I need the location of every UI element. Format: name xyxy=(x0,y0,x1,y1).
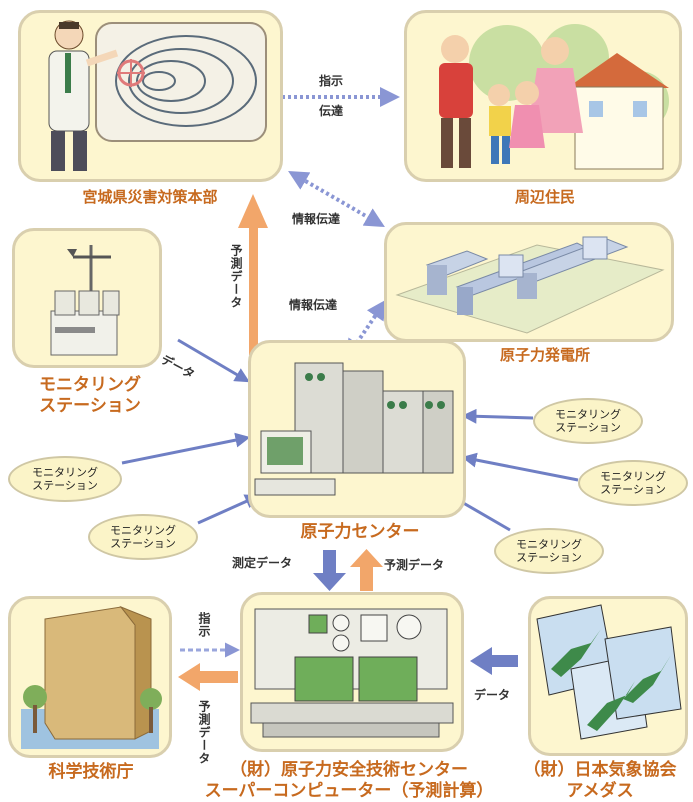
prediction-data-agency-label: 予測データ xyxy=(197,700,211,765)
center-computers-illustration xyxy=(254,362,454,496)
agency-label: 科学技術庁 xyxy=(48,762,134,782)
bubble-left-2-arrow xyxy=(197,494,261,525)
plant-buildings-illustration xyxy=(395,236,665,334)
power-plant-illustration xyxy=(384,222,674,342)
monitoring-station-illustration xyxy=(12,228,162,368)
info-transmission-label-2: 情報伝達 xyxy=(289,298,338,312)
hq-map-illustration xyxy=(48,20,267,171)
bubble-left-1-arrow xyxy=(121,432,251,465)
bubble-label: モニタリング ステーション xyxy=(516,538,582,564)
family-illustration xyxy=(439,24,669,170)
bubble-right-1-arrow xyxy=(461,408,534,424)
residents-illustration xyxy=(404,10,682,182)
supercomputer-illustration xyxy=(240,592,464,752)
plant-label: 原子力発電所 xyxy=(499,346,590,364)
agency-prediction-arrow xyxy=(178,663,238,691)
hq-illustration xyxy=(18,10,283,182)
supercomputer-console-illustration xyxy=(250,608,454,738)
bubble-label: モニタリング ステーション xyxy=(555,408,621,434)
transmission-label: 伝達 xyxy=(319,104,344,118)
amedas-illustration xyxy=(528,596,688,756)
prediction-data-vertical-label: 予測データ xyxy=(229,244,243,309)
station-main-arrow xyxy=(177,338,250,383)
residents-label: 周辺住民 xyxy=(514,188,575,206)
bubble-label: モニタリング ステーション xyxy=(32,466,98,492)
agency-illustration xyxy=(8,596,172,758)
supercomputer-label: （財）原子力安全技術センター スーパーコンピューター（予測計算） xyxy=(204,760,494,801)
monitoring-bubble-right-2: モニタリング ステーション xyxy=(578,460,688,506)
bubble-label: モニタリング ステーション xyxy=(110,524,176,550)
prediction-data-label: 予測データ xyxy=(384,558,445,572)
bubble-label: モニタリング ステーション xyxy=(600,470,666,496)
center-illustration xyxy=(248,340,466,518)
measurement-data-arrow xyxy=(313,550,346,591)
station-equipment-illustration xyxy=(50,245,120,356)
bubble-right-2-arrow xyxy=(461,452,579,482)
instruction-vertical-label: 指示 xyxy=(197,612,211,638)
amedas-maps-illustration xyxy=(536,604,682,740)
info-transmission-label-1: 情報伝達 xyxy=(292,212,341,226)
prediction-data-up-arrow xyxy=(350,549,383,591)
data-label-amedas: データ xyxy=(474,688,511,702)
amedas-data-arrow xyxy=(470,647,518,675)
monitoring-bubble-left-1: モニタリング ステーション xyxy=(8,456,122,502)
measurement-data-label: 測定データ xyxy=(232,556,293,570)
agency-building-illustration xyxy=(21,605,162,749)
center-hq-orange-arrow xyxy=(238,194,268,355)
hq-label: 宮城県災害対策本部 xyxy=(82,188,218,206)
station-main-label: モニタリング ステーション xyxy=(39,375,141,416)
monitoring-bubble-right-1: モニタリング ステーション xyxy=(533,398,643,444)
monitoring-bubble-left-2: モニタリング ステーション xyxy=(88,514,198,560)
hq-plant-dotted-arrow xyxy=(288,170,385,228)
center-label: 原子力センター xyxy=(300,522,420,542)
monitoring-bubble-right-3: モニタリング ステーション xyxy=(494,528,604,574)
instruction-label: 指示 xyxy=(319,74,344,88)
amedas-label: （財）日本気象協会 アメダス xyxy=(523,760,677,801)
